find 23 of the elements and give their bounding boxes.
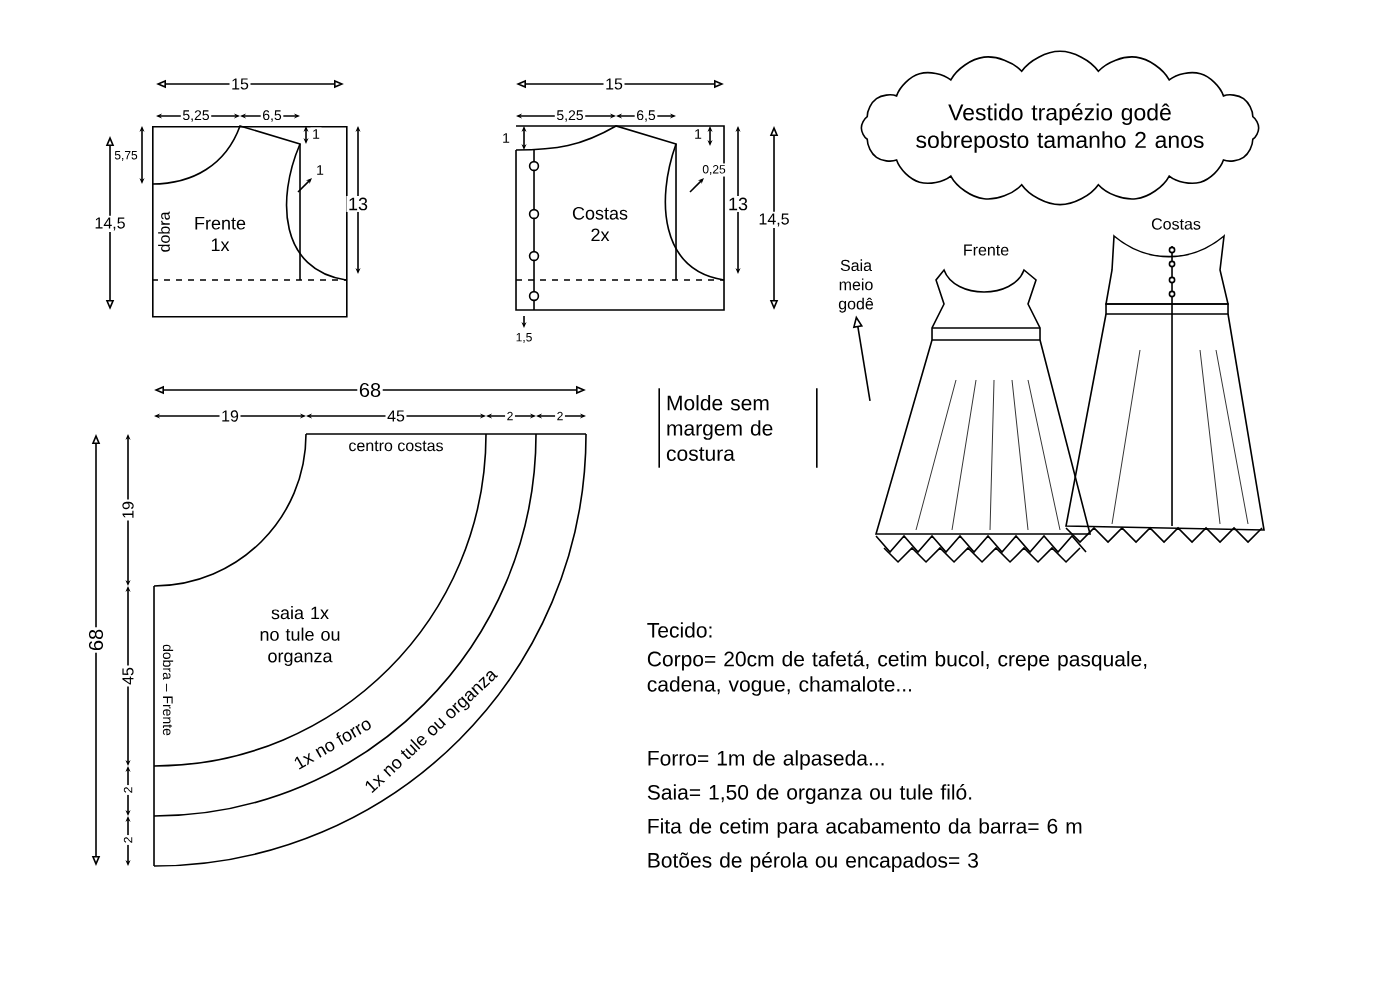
dimension-label: 13 — [346, 196, 370, 212]
dimension-label: 19 — [219, 408, 241, 424]
note-text: Fita de cetim para acabamento da barra= 6 m — [648, 818, 1082, 838]
callout-text: Saia meio godê — [838, 259, 874, 313]
note-text: Tecido: — [647, 622, 712, 638]
node-label: Costas — [1151, 218, 1201, 230]
title-cloud: Vestido trapézio godê sobreposto tamanho 2 anos — [860, 50, 1260, 206]
note-text: Forro= 1m de alpaseda... — [648, 750, 884, 770]
note-text: Botões de pérola ou encapados= 3 — [648, 852, 978, 872]
note-text: Saia= 1,50 de organza ou tule filó. — [647, 784, 972, 804]
dimension-label: 14,5 — [92, 215, 128, 233]
dimension-label: 13 — [726, 196, 750, 212]
dimension-label: 15 — [603, 76, 625, 92]
dimension-label: 14,5 — [756, 211, 792, 229]
node-label: Frente — [964, 244, 1009, 256]
dimension-label: 45 — [120, 665, 136, 687]
dimension-label: 68 — [357, 381, 383, 399]
node-label: Costas 2x — [572, 206, 628, 242]
note-text: Corpo= 20cm de tafetá, cetim bucol, crepe pasquale, cadena, vogue, chamalote... — [647, 650, 1147, 696]
note-box: Molde sem margem de costura — [658, 387, 818, 469]
dimension-label: 68 — [87, 627, 105, 653]
dimension-label: 15 — [229, 76, 251, 92]
dimension-label: 19 — [120, 499, 136, 521]
